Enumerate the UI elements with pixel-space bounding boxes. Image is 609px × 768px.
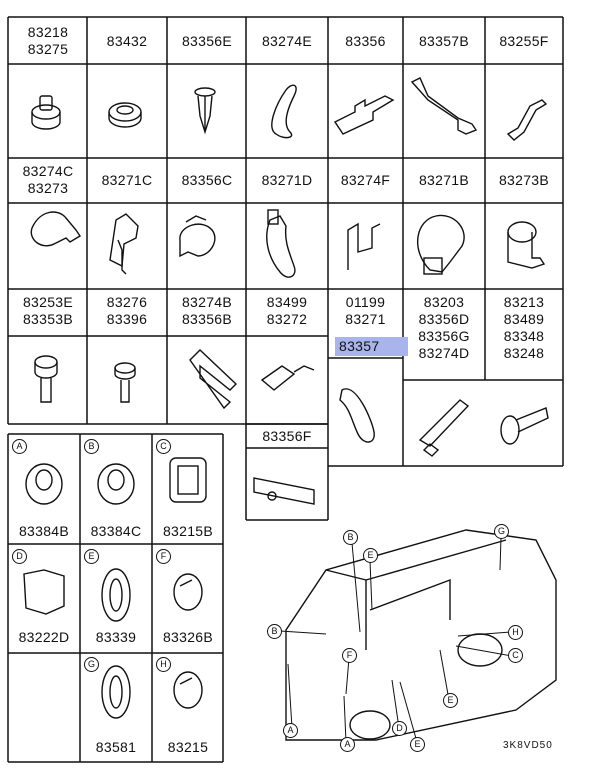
grommet-a-part — [25, 463, 63, 505]
callout-a-2: A — [340, 737, 355, 752]
letter-e-badge: E — [84, 549, 99, 564]
tapping-screw-part — [500, 407, 549, 445]
clamp-part — [30, 211, 81, 247]
callout-g: G — [494, 524, 509, 539]
tie-wrap-part — [339, 388, 375, 443]
grommet-h-part — [173, 671, 203, 709]
grommet-label-b: 83384C — [90, 523, 142, 539]
vehicle-drawing — [285, 529, 557, 741]
part-label-r1c6: 83357B — [418, 33, 470, 49]
letter-g-badge: G — [84, 657, 99, 672]
grommet-label-a: 83384B — [18, 523, 70, 539]
callout-d: D — [392, 721, 407, 736]
grommet-part — [31, 95, 61, 130]
stud-part — [260, 365, 315, 391]
part-label-r2c5: 83274F — [340, 172, 391, 188]
diagram-code: 3K8VD50 — [503, 740, 553, 751]
flat-clip-part — [253, 477, 315, 505]
callout-e-3: E — [410, 737, 425, 752]
grommet-g-part — [101, 665, 131, 719]
part-label-r1c7: 83255F — [499, 33, 549, 49]
part-label-r2c7: 83273B — [498, 172, 550, 188]
callout-e: E — [363, 548, 378, 563]
part-label-r1c3: 83356E — [181, 33, 233, 49]
bracket-part — [333, 95, 395, 135]
part-label-r2c2: 83271C — [101, 172, 153, 188]
letter-f-badge: F — [156, 549, 171, 564]
part-label-r2c6: 83271B — [418, 172, 470, 188]
callout-leaders — [279, 536, 513, 743]
spring-clip-part — [418, 399, 470, 457]
callout-b-2: B — [267, 624, 282, 639]
grommet-label-h: 83215 — [167, 739, 209, 755]
grommet-d-part — [23, 569, 65, 615]
grommet-label-e: 83339 — [95, 629, 137, 645]
push-rivet-part — [194, 87, 216, 135]
screw-part — [114, 362, 136, 403]
grommet-label-d: 83222D — [18, 629, 70, 645]
long-bracket-part — [410, 77, 478, 135]
pipe-clamp-part — [507, 221, 546, 269]
strap-part — [266, 209, 296, 278]
grommet-label-c: 83215B — [162, 523, 214, 539]
bolt-part — [34, 355, 58, 403]
callout-a: A — [283, 723, 298, 738]
part-label-r1c2: 83432 — [106, 33, 148, 49]
callout-f: F — [342, 648, 357, 663]
part-label-sub: 83356F — [262, 428, 312, 444]
band-loop-part — [271, 84, 297, 139]
cable-tie-part — [416, 214, 465, 275]
grommet-b-part — [97, 463, 135, 505]
grommet-e-part — [101, 568, 131, 622]
callout-h: H — [508, 625, 523, 640]
callout-c: C — [508, 648, 523, 663]
letter-h-badge: H — [156, 657, 171, 672]
letter-c-badge: C — [156, 439, 171, 454]
hook-bracket-part — [506, 99, 548, 141]
callout-b: B — [343, 530, 358, 545]
clip-part — [109, 213, 139, 275]
u-clip-part — [189, 349, 238, 410]
letter-b-badge: B — [84, 439, 99, 454]
grommet-c-part — [169, 457, 207, 503]
long-clip-part — [347, 222, 381, 270]
part-label-r2c3: 83356C — [181, 172, 233, 188]
part-label-highlighted[interactable]: 83357 — [335, 337, 408, 356]
part-label-r1c5: 83356 — [345, 33, 386, 49]
ring-part — [108, 102, 142, 128]
clamp-band-part — [179, 215, 216, 258]
grommet-label-g: 83581 — [95, 739, 137, 755]
parts-drawings — [23, 77, 557, 741]
part-label-r1c4: 83274E — [261, 33, 313, 49]
part-label-r2c4: 83271D — [261, 172, 313, 188]
grommet-label-f: 83326B — [162, 629, 214, 645]
letter-a-badge: A — [12, 439, 27, 454]
letter-d-badge: D — [12, 549, 27, 564]
grommet-f-part — [173, 573, 203, 611]
callout-e-2: E — [443, 693, 458, 708]
